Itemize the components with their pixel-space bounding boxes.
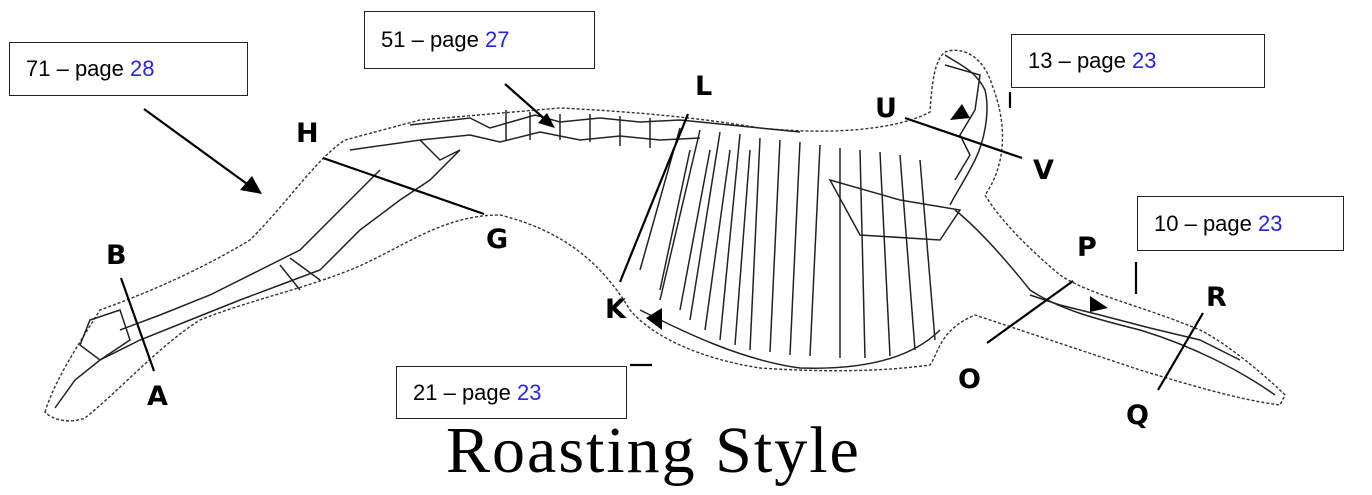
label-u: U [875, 95, 897, 122]
page-link-23-c[interactable]: 23 [517, 380, 541, 405]
cut-line-l-k [620, 114, 688, 282]
label-k: K [605, 296, 626, 323]
callout-box-71: 71 – page 28 [9, 42, 248, 96]
label-o: O [958, 366, 981, 393]
callout-71-text: 71 – page 28 [26, 56, 154, 82]
label-b: B [106, 242, 127, 269]
callout-51-text: 51 – page 27 [381, 27, 509, 53]
label-a: A [147, 383, 168, 410]
callout-box-51: 51 – page 27 [364, 11, 595, 69]
label-l: L [695, 73, 712, 100]
arrowhead-k [646, 308, 662, 330]
page-link-28[interactable]: 28 [130, 56, 154, 81]
label-g: G [486, 226, 508, 253]
cut-line-u-v [905, 118, 1022, 158]
callout-13-text: 13 – page 23 [1028, 48, 1156, 74]
page-link-23-a[interactable]: 23 [1132, 48, 1156, 73]
callout-box-21: 21 – page 23 [396, 366, 627, 419]
page-link-23-b[interactable]: 23 [1258, 211, 1282, 236]
cut-line-r-q [1158, 313, 1203, 390]
callout-box-13: 13 – page 23 [1011, 34, 1265, 88]
label-r: R [1206, 284, 1227, 311]
callout-box-10: 10 – page 23 [1137, 196, 1344, 251]
arrowhead-p [1090, 296, 1108, 312]
diagram-title: Roasting Style [446, 418, 861, 484]
label-q: Q [1126, 402, 1149, 429]
label-p: P [1077, 234, 1097, 261]
cut-line-a-b [121, 278, 154, 371]
arrowhead-u [950, 104, 970, 120]
label-h: H [296, 120, 319, 147]
callout-71-pointer [144, 109, 254, 189]
callout-51-pointer [505, 84, 548, 122]
callout-21-text: 21 – page 23 [413, 380, 541, 406]
label-v: V [1033, 157, 1054, 184]
callout-10-text: 10 – page 23 [1154, 211, 1282, 237]
cut-line-h-g [323, 158, 484, 214]
page-link-27[interactable]: 27 [485, 27, 509, 52]
arrowhead-71 [240, 176, 262, 194]
cut-line-p-o [987, 281, 1073, 343]
